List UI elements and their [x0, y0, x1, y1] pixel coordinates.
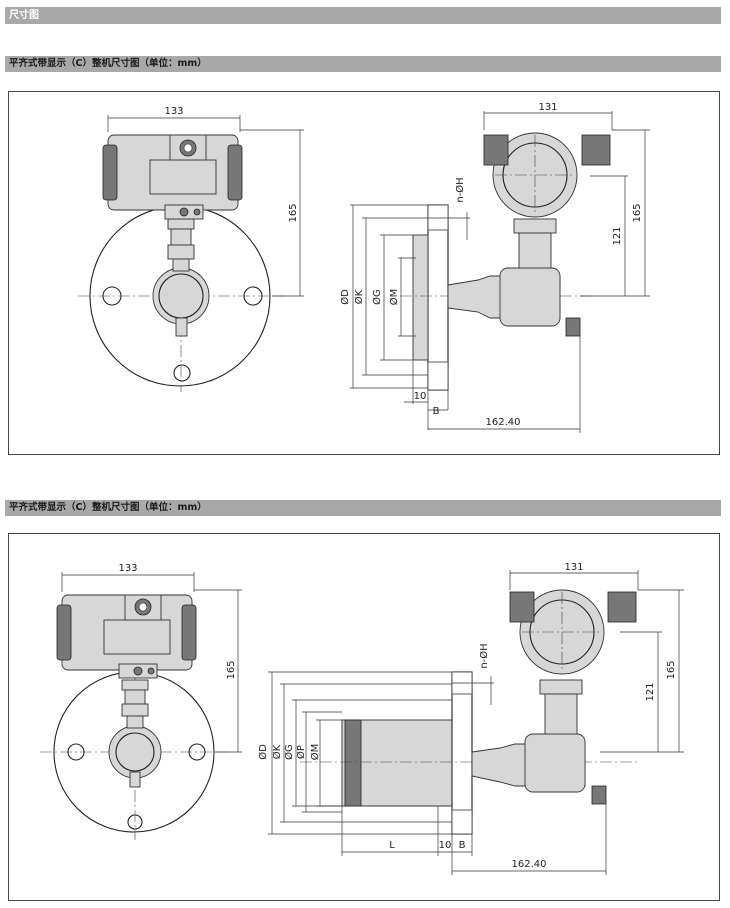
drawing-1-caption: 平齐式带显示（C）整机尺寸图（单位：mm）: [9, 58, 207, 69]
drawing-2-front-view: 133 165: [40, 563, 242, 840]
t10-dim: 10: [439, 840, 452, 851]
section-title: 尺寸图: [9, 10, 39, 21]
g-dim: ØG: [371, 289, 383, 305]
b-dim: B: [433, 406, 440, 417]
hole-dim: n-ØH: [454, 177, 466, 202]
length-dim: 162.40: [486, 417, 521, 428]
m-dim: ØM: [388, 289, 400, 306]
front-height-dim: 165: [226, 660, 237, 679]
front-height-dim: 165: [288, 203, 299, 222]
hole-dim: n-ØH: [478, 643, 490, 668]
drawing-2-side-view: 131 165 121 n-ØH ØD ØK ØG ØP ØM: [257, 562, 684, 875]
section-title-bar: 尺寸图: [5, 7, 721, 24]
k-dim: ØK: [271, 744, 283, 759]
side-height-121-dim: 121: [612, 226, 623, 245]
drawing-2-caption: 平齐式带显示（C）整机尺寸图（单位：mm）: [9, 502, 207, 513]
front-width-dim: 133: [118, 563, 137, 574]
b-dim: B: [459, 840, 466, 851]
drawing-1-caption-bar: 平齐式带显示（C）整机尺寸图（单位：mm）: [5, 56, 721, 72]
drawing-1-front-view: 133 165: [78, 106, 304, 392]
front-width-dim: 133: [164, 106, 183, 117]
g-dim: ØG: [283, 744, 295, 760]
drawing-1-side-view: 131 165 121 n-ØH ØD ØK ØG ØM: [339, 102, 650, 433]
side-height-165-dim: 165: [632, 203, 643, 222]
d-dim: ØD: [257, 744, 269, 760]
p-dim: ØP: [295, 745, 307, 759]
drawing-2-caption-bar: 平齐式带显示（C）整机尺寸图（单位：mm）: [5, 500, 721, 516]
side-head-width-dim: 131: [538, 102, 557, 113]
length-dim: 162.40: [512, 859, 547, 870]
t10-dim: 10: [414, 391, 427, 402]
k-dim: ØK: [353, 289, 365, 304]
m-dim: ØM: [309, 744, 321, 761]
side-height-121-dim: 121: [645, 682, 656, 701]
l-dim: L: [389, 840, 395, 851]
side-height-165-dim: 165: [666, 660, 677, 679]
d-dim: ØD: [339, 289, 351, 305]
side-head-width-dim: 131: [564, 562, 583, 573]
